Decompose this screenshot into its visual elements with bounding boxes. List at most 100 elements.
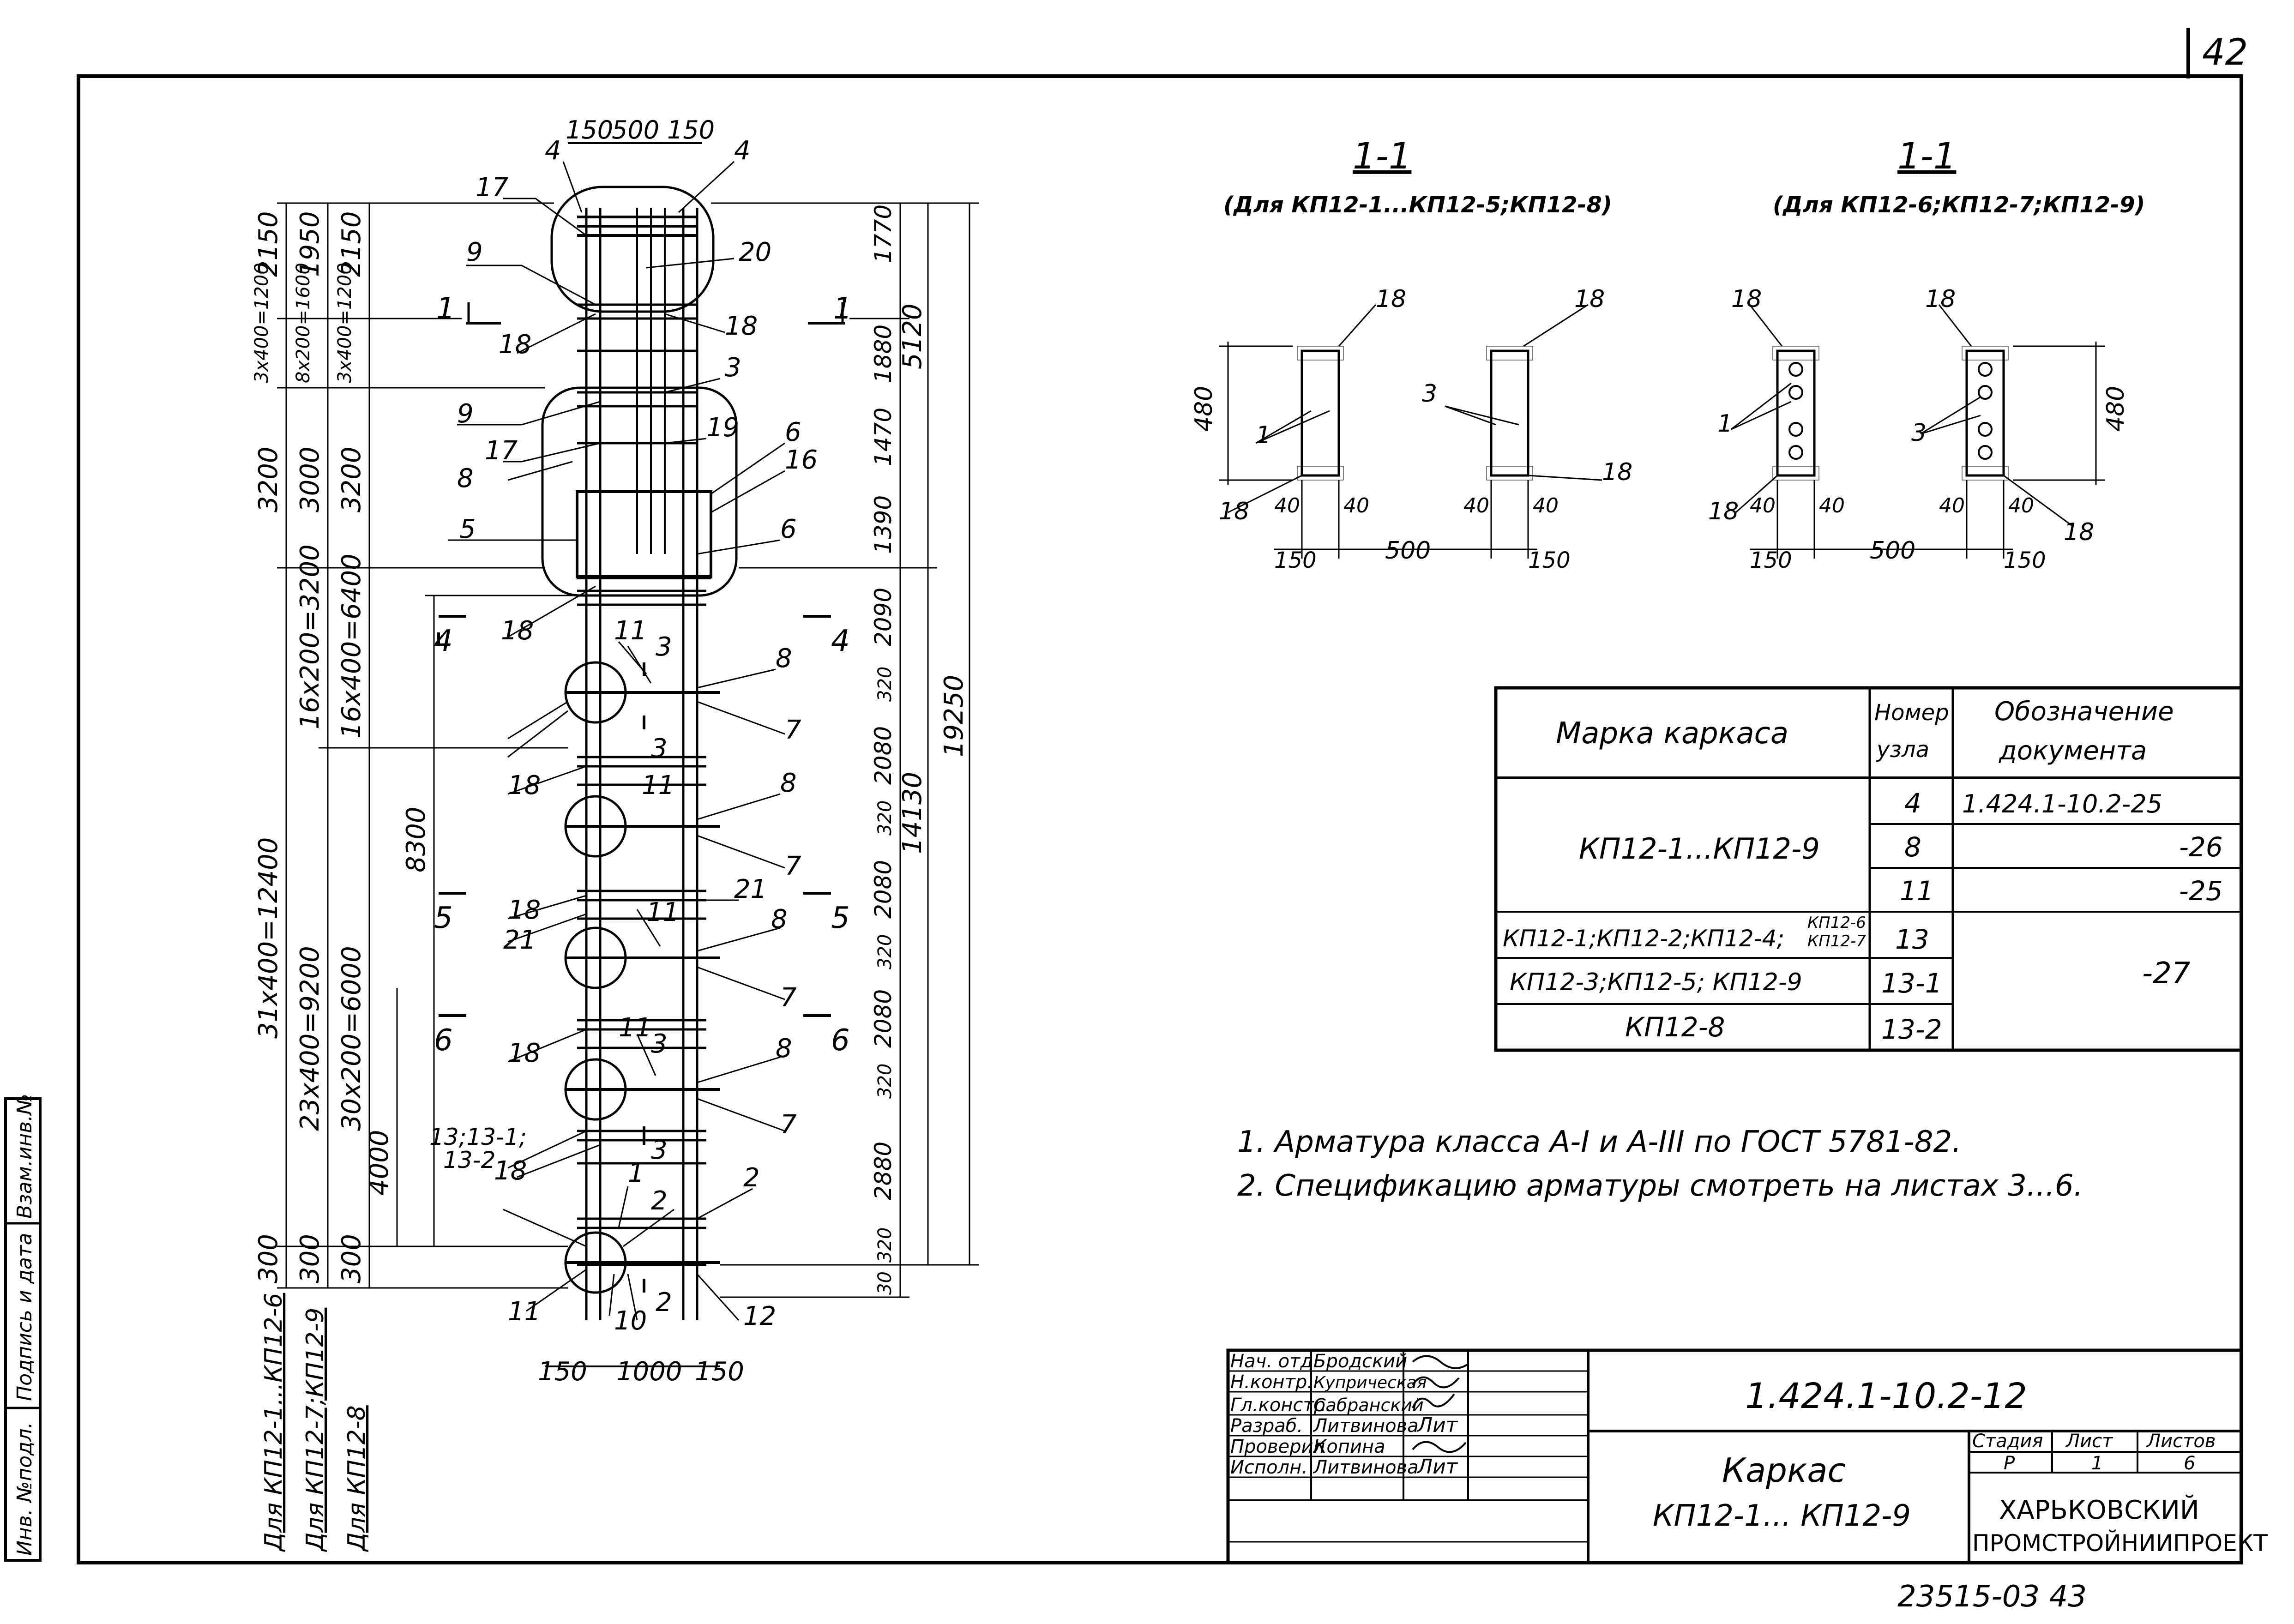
- name-3: Литвинова: [1313, 1415, 1419, 1437]
- callout-16: 16: [785, 445, 818, 475]
- table-row1-doc-b: -26: [2179, 831, 2223, 863]
- table-row2-node: 13: [1895, 924, 1929, 955]
- callout-8d: 8: [771, 904, 788, 934]
- sec-b-40c: 40: [1939, 494, 1965, 517]
- bottom-dim-1000: 1000: [616, 1357, 682, 1387]
- title-block: Нач. отд. Н.контр. Гл.констр. Разраб. Пр…: [1226, 1348, 2268, 1564]
- stage-value: Р: [2004, 1453, 2015, 1474]
- signature-3: Лит: [1416, 1413, 1458, 1437]
- table-row3-doc: -27: [2142, 956, 2191, 991]
- dim-r-14130: 14130: [897, 772, 927, 854]
- table-header-node-2: узла: [1876, 737, 1929, 763]
- dim-r-2080a: 2080: [870, 726, 897, 785]
- note-1: 1. Арматура класса А-I и А-III по ГОСТ 5…: [1237, 1125, 1962, 1159]
- table-header-doc-1: Обозначение: [1994, 697, 2174, 727]
- sheets-label: Листов: [2146, 1431, 2216, 1452]
- side-stamp: Инв. №подл. Подпись и дата Взам.инв.№: [4, 1094, 42, 1562]
- sec-a-40b: 40: [1343, 494, 1369, 517]
- callout-21b: 21: [734, 874, 767, 904]
- table-row2-mark-small-2: КП12-7: [1807, 932, 1866, 950]
- section-b-subtitle: (Для КП12-6;КП12-7;КП12-9): [1773, 192, 2145, 218]
- role-3: Разраб.: [1230, 1415, 1303, 1437]
- callout-3b: 3: [656, 632, 672, 662]
- callout-9a: 9: [466, 237, 483, 267]
- callout-4a: 4: [545, 136, 561, 166]
- side-stamp-inv: Инв. №подл.: [13, 1422, 36, 1556]
- dim-l-b-1950: 1950: [295, 211, 325, 277]
- bottom-dim-150b: 150: [695, 1357, 744, 1387]
- sec-a-150b: 150: [1528, 547, 1571, 573]
- sec-b-150a: 150: [1750, 547, 1792, 573]
- dim-r-19250: 19250: [939, 675, 969, 757]
- table-row3-node: 13-1: [1881, 968, 1942, 999]
- variant-label-2: Для КП12-7;КП12-9: [301, 1308, 329, 1552]
- sec-b-3: 3: [1911, 419, 1927, 447]
- cut-5-right: 5: [831, 901, 850, 935]
- callout-19: 19: [706, 413, 739, 443]
- callout-18g: 18: [494, 1156, 527, 1186]
- name-0: Бродский: [1313, 1351, 1407, 1372]
- dim-r-1770: 1770: [870, 205, 897, 263]
- dim-l-b-3000: 3000: [295, 446, 325, 512]
- bottom-dim-150a: 150: [538, 1357, 587, 1387]
- cut-5-left: 5: [434, 901, 453, 935]
- callout-7d: 7: [780, 1110, 797, 1140]
- callout-3c: 3: [651, 734, 668, 764]
- callout-3a: 3: [725, 353, 741, 383]
- archive-code: 23515-03 43: [1897, 1580, 2087, 1614]
- name-5: Литвинова: [1313, 1457, 1419, 1478]
- sheet-value: 1: [2091, 1453, 2103, 1474]
- callout-5: 5: [459, 514, 476, 544]
- callout-8a: 8: [457, 463, 474, 493]
- dim-l-c-300: 300: [337, 1234, 367, 1283]
- name-2: Сабранский: [1313, 1395, 1424, 1415]
- dim-l-a-12400: 31x400=12400: [253, 837, 283, 1039]
- sec-b-18a: 18: [1731, 285, 1762, 313]
- stage-label: Стадия: [1972, 1431, 2043, 1452]
- role-2: Гл.констр.: [1230, 1395, 1331, 1416]
- dim-l-a-300: 300: [253, 1234, 283, 1283]
- callout-2a: 2: [743, 1163, 760, 1193]
- callout-18f: 18: [508, 1038, 541, 1068]
- callout-6b: 6: [780, 514, 797, 544]
- cut-1-left: 1: [436, 292, 455, 326]
- dim-l-c-3200: 3200: [337, 446, 367, 512]
- callout-node13: 13;13-1;: [429, 1124, 527, 1150]
- sec-b-40a: 40: [1750, 494, 1776, 517]
- callout-7a: 7: [785, 715, 801, 745]
- callout-18d: 18: [508, 770, 541, 800]
- callout-node13-2: 13-2: [443, 1147, 495, 1173]
- dim-r-1880: 1880: [870, 325, 897, 383]
- dim-l-b-9200: 23x400=9200: [295, 946, 325, 1131]
- role-5: Исполн.: [1230, 1457, 1307, 1478]
- sec-a-18d: 18: [1602, 458, 1632, 486]
- org-line-1: ХАРЬКОВСКИЙ: [1999, 1495, 2199, 1525]
- product-range: КП12-1... КП12-9: [1653, 1499, 1911, 1533]
- table-row2-mark: КП12-1;КП12-2;КП12-4;: [1503, 925, 1784, 952]
- cage-elevation: 150 500 150: [251, 115, 979, 1552]
- sec-b-480: 480: [2102, 386, 2130, 432]
- table-header-doc-2: документа: [1999, 736, 2147, 766]
- dim-r-2880: 2880: [870, 1142, 897, 1200]
- sec-b-40b: 40: [1819, 494, 1845, 517]
- table-row1-mark: КП12-1...КП12-9: [1579, 832, 1820, 866]
- callout-2b: 2: [651, 1186, 668, 1216]
- callout-11e: 11: [508, 1297, 541, 1327]
- sec-a-40c: 40: [1463, 494, 1489, 517]
- sec-b-500: 500: [1870, 537, 1915, 565]
- table-row3-mark: КП12-3;КП12-5; КП12-9: [1510, 968, 1802, 996]
- callout-18e: 18: [508, 895, 541, 925]
- callout-12: 12: [743, 1301, 776, 1331]
- callout-11c: 11: [646, 897, 679, 927]
- table-row1-node-c: 11: [1900, 875, 1934, 907]
- cut-1-right: 1: [833, 292, 852, 326]
- variant-label-3: Для КП12-8: [343, 1405, 371, 1552]
- dim-l-c-6400: 16x400=6400: [337, 553, 367, 739]
- callout-10: 10: [614, 1306, 647, 1336]
- top-dim-500: 500: [612, 115, 659, 144]
- table-row1-node-a: 4: [1904, 788, 1921, 819]
- callout-18c: 18: [501, 616, 534, 646]
- sec-b-18b: 18: [1925, 285, 1956, 313]
- sec-a-18b: 18: [1574, 285, 1605, 313]
- side-stamp-sign: Подпись и дата: [13, 1233, 36, 1401]
